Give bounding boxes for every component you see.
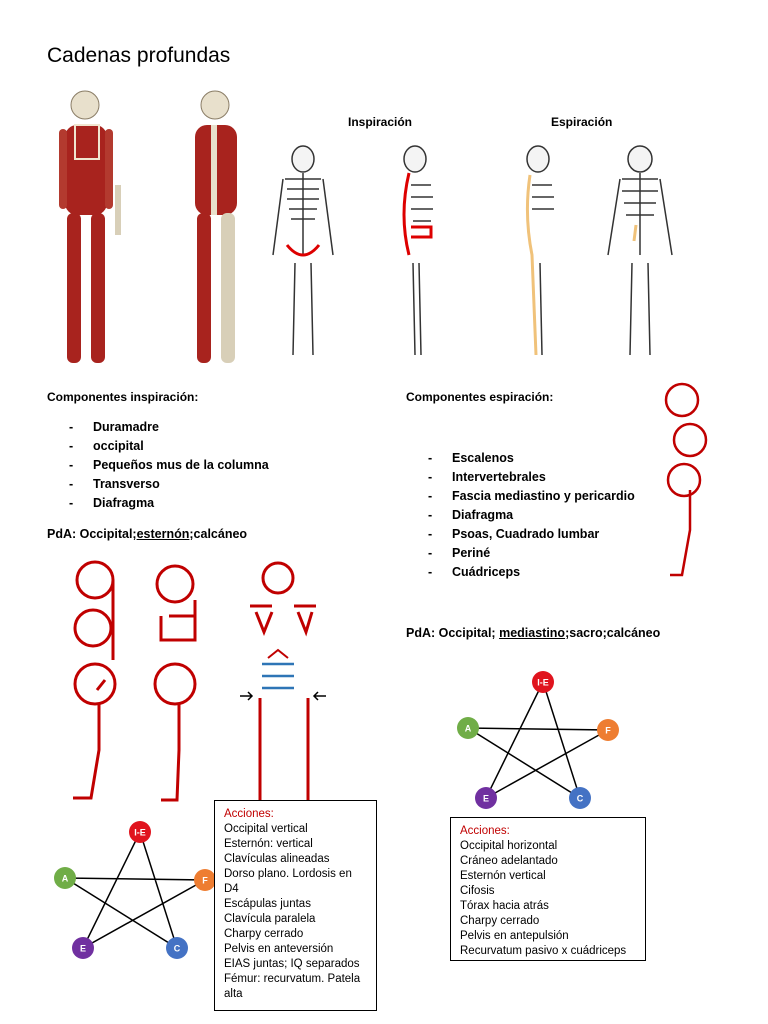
actions-heading: Acciones: — [460, 825, 510, 837]
pda-underlined: esternón — [136, 527, 190, 541]
list-item: Diafragma — [47, 494, 347, 513]
skeleton-inspiration-side-image — [402, 145, 433, 356]
list-item: Pelvis en anteversión — [224, 943, 334, 955]
pentagram-node-label: E — [483, 794, 489, 804]
pda-prefix: PdA: Occipital; — [406, 626, 500, 640]
expiration-list: Escalenos Intervertebrales Fascia medias… — [406, 449, 706, 582]
inspiration-chain-sketches — [73, 560, 326, 802]
pentagram-star — [62, 831, 208, 950]
expiration-heading: Componentes espiración: — [406, 390, 554, 404]
list-item: Clavículas alineadas — [224, 853, 330, 865]
pda-prefix: PdA: Occipital; — [47, 527, 137, 541]
expiration-pda: PdA: Occipital; mediastino;sacro;calcáne… — [406, 626, 660, 640]
chain-sketch-thorax — [240, 561, 326, 800]
pentagram-node-label: C — [174, 944, 181, 954]
pentagram-node-label: I-E — [537, 678, 549, 688]
chain-sketch-side — [153, 564, 197, 802]
list-item: Intervertebrales — [406, 468, 706, 487]
list-item: Duramadre — [47, 418, 347, 437]
pentagram-node-c — [569, 787, 591, 809]
anatomy-figures — [59, 90, 673, 363]
pentagram-right: I-E F C E A — [457, 671, 619, 809]
pentagram-node-label: C — [577, 794, 584, 804]
pentagram-node-label: A — [62, 874, 69, 884]
list-item: Escápulas juntas — [224, 898, 311, 910]
pentagram-node-i-e — [532, 671, 554, 693]
list-item: Escalenos — [406, 449, 706, 468]
list-item: Charpy cerrado — [224, 928, 304, 940]
inspiration-list: Duramadre occipital Pequeños mus de la c… — [47, 418, 347, 513]
actions-heading: Acciones: — [224, 808, 274, 820]
pentagram-node-label: E — [80, 944, 86, 954]
list-item: Fascia mediastino y pericardio — [406, 487, 706, 506]
skeleton-inspiration-front-image — [272, 145, 334, 356]
pentagram-node-a — [457, 717, 479, 739]
pentagram-node-c — [166, 937, 188, 959]
list-item: Psoas, Cuadrado lumbar — [406, 525, 706, 544]
skeleton-expiration-side-image — [525, 145, 554, 356]
actions-box-left: Acciones: Occipital vertical Esternón: v… — [214, 800, 377, 1011]
skeleton-expiration-back-image — [607, 145, 673, 356]
pentagram-node-a — [54, 867, 76, 889]
inspiration-pda: PdA: Occipital;esternón;calcáneo — [47, 527, 247, 541]
pentagram-node-label: A — [465, 724, 472, 734]
list-item: Charpy cerrado — [460, 915, 540, 927]
chain-sketch-front — [73, 560, 117, 800]
list-item: Occipital horizontal — [460, 840, 558, 852]
list-item: Occipital vertical — [224, 823, 308, 835]
list-item: Pelvis en antepulsión — [460, 930, 569, 942]
list-item: Esternón: vertical — [224, 838, 313, 850]
label-inspiracion: Inspiración — [348, 115, 413, 129]
list-item: Periné — [406, 544, 706, 563]
inspiration-heading: Componentes inspiración: — [47, 390, 199, 404]
pentagram-node-f — [597, 719, 619, 741]
actions-list: Occipital vertical Esternón: vertical Cl… — [224, 822, 367, 1002]
pda-suffix: ;sacro;calcáneo — [565, 626, 661, 640]
pentagram-left: I-E F C E A — [54, 821, 216, 959]
page-title: Cadenas profundas — [47, 44, 231, 67]
list-item: Pequeños mus de la columna — [47, 456, 347, 475]
pentagram-node-label: F — [202, 876, 208, 886]
pentagram-node-label: I-E — [134, 828, 146, 838]
actions-box-right: Acciones: Occipital horizontal Cráneo ad… — [450, 817, 646, 961]
pentagram-node-e — [72, 937, 94, 959]
label-espiracion: Espiración — [551, 115, 613, 129]
list-item: EIAS juntas; IQ separados — [224, 958, 360, 970]
list-item: Clavícula paralela — [224, 913, 316, 925]
pentagram-star — [465, 681, 611, 800]
list-item: Cifosis — [460, 885, 495, 897]
pentagram-node-i-e — [129, 821, 151, 843]
list-item: Fémur: recurvatum. Patela alta — [224, 973, 361, 1000]
list-item: occipital — [47, 437, 347, 456]
list-item: Recurvatum pasivo x cuádriceps — [460, 945, 627, 957]
list-item: Cráneo adelantado — [460, 855, 558, 867]
pda-underlined: mediastino — [499, 626, 566, 640]
list-item: Dorso plano. Lordosis en D4 — [224, 868, 352, 895]
actions-list: Occipital horizontal Cráneo adelantado E… — [460, 839, 636, 959]
list-item: Tórax hacia atrás — [460, 900, 549, 912]
muscle-skeleton-front-image — [59, 90, 121, 363]
list-item: Diafragma — [406, 506, 706, 525]
expiration-chain-sketch — [664, 382, 708, 577]
pentagram-node-label: F — [605, 726, 611, 736]
pentagram-node-f — [194, 869, 216, 891]
list-item: Esternón vertical — [460, 870, 546, 882]
list-item: Cuádriceps — [406, 563, 706, 582]
pda-suffix: ;calcáneo — [189, 527, 248, 541]
list-item: Transverso — [47, 475, 347, 494]
muscle-skeleton-back-image — [195, 90, 237, 363]
pentagram-node-e — [475, 787, 497, 809]
